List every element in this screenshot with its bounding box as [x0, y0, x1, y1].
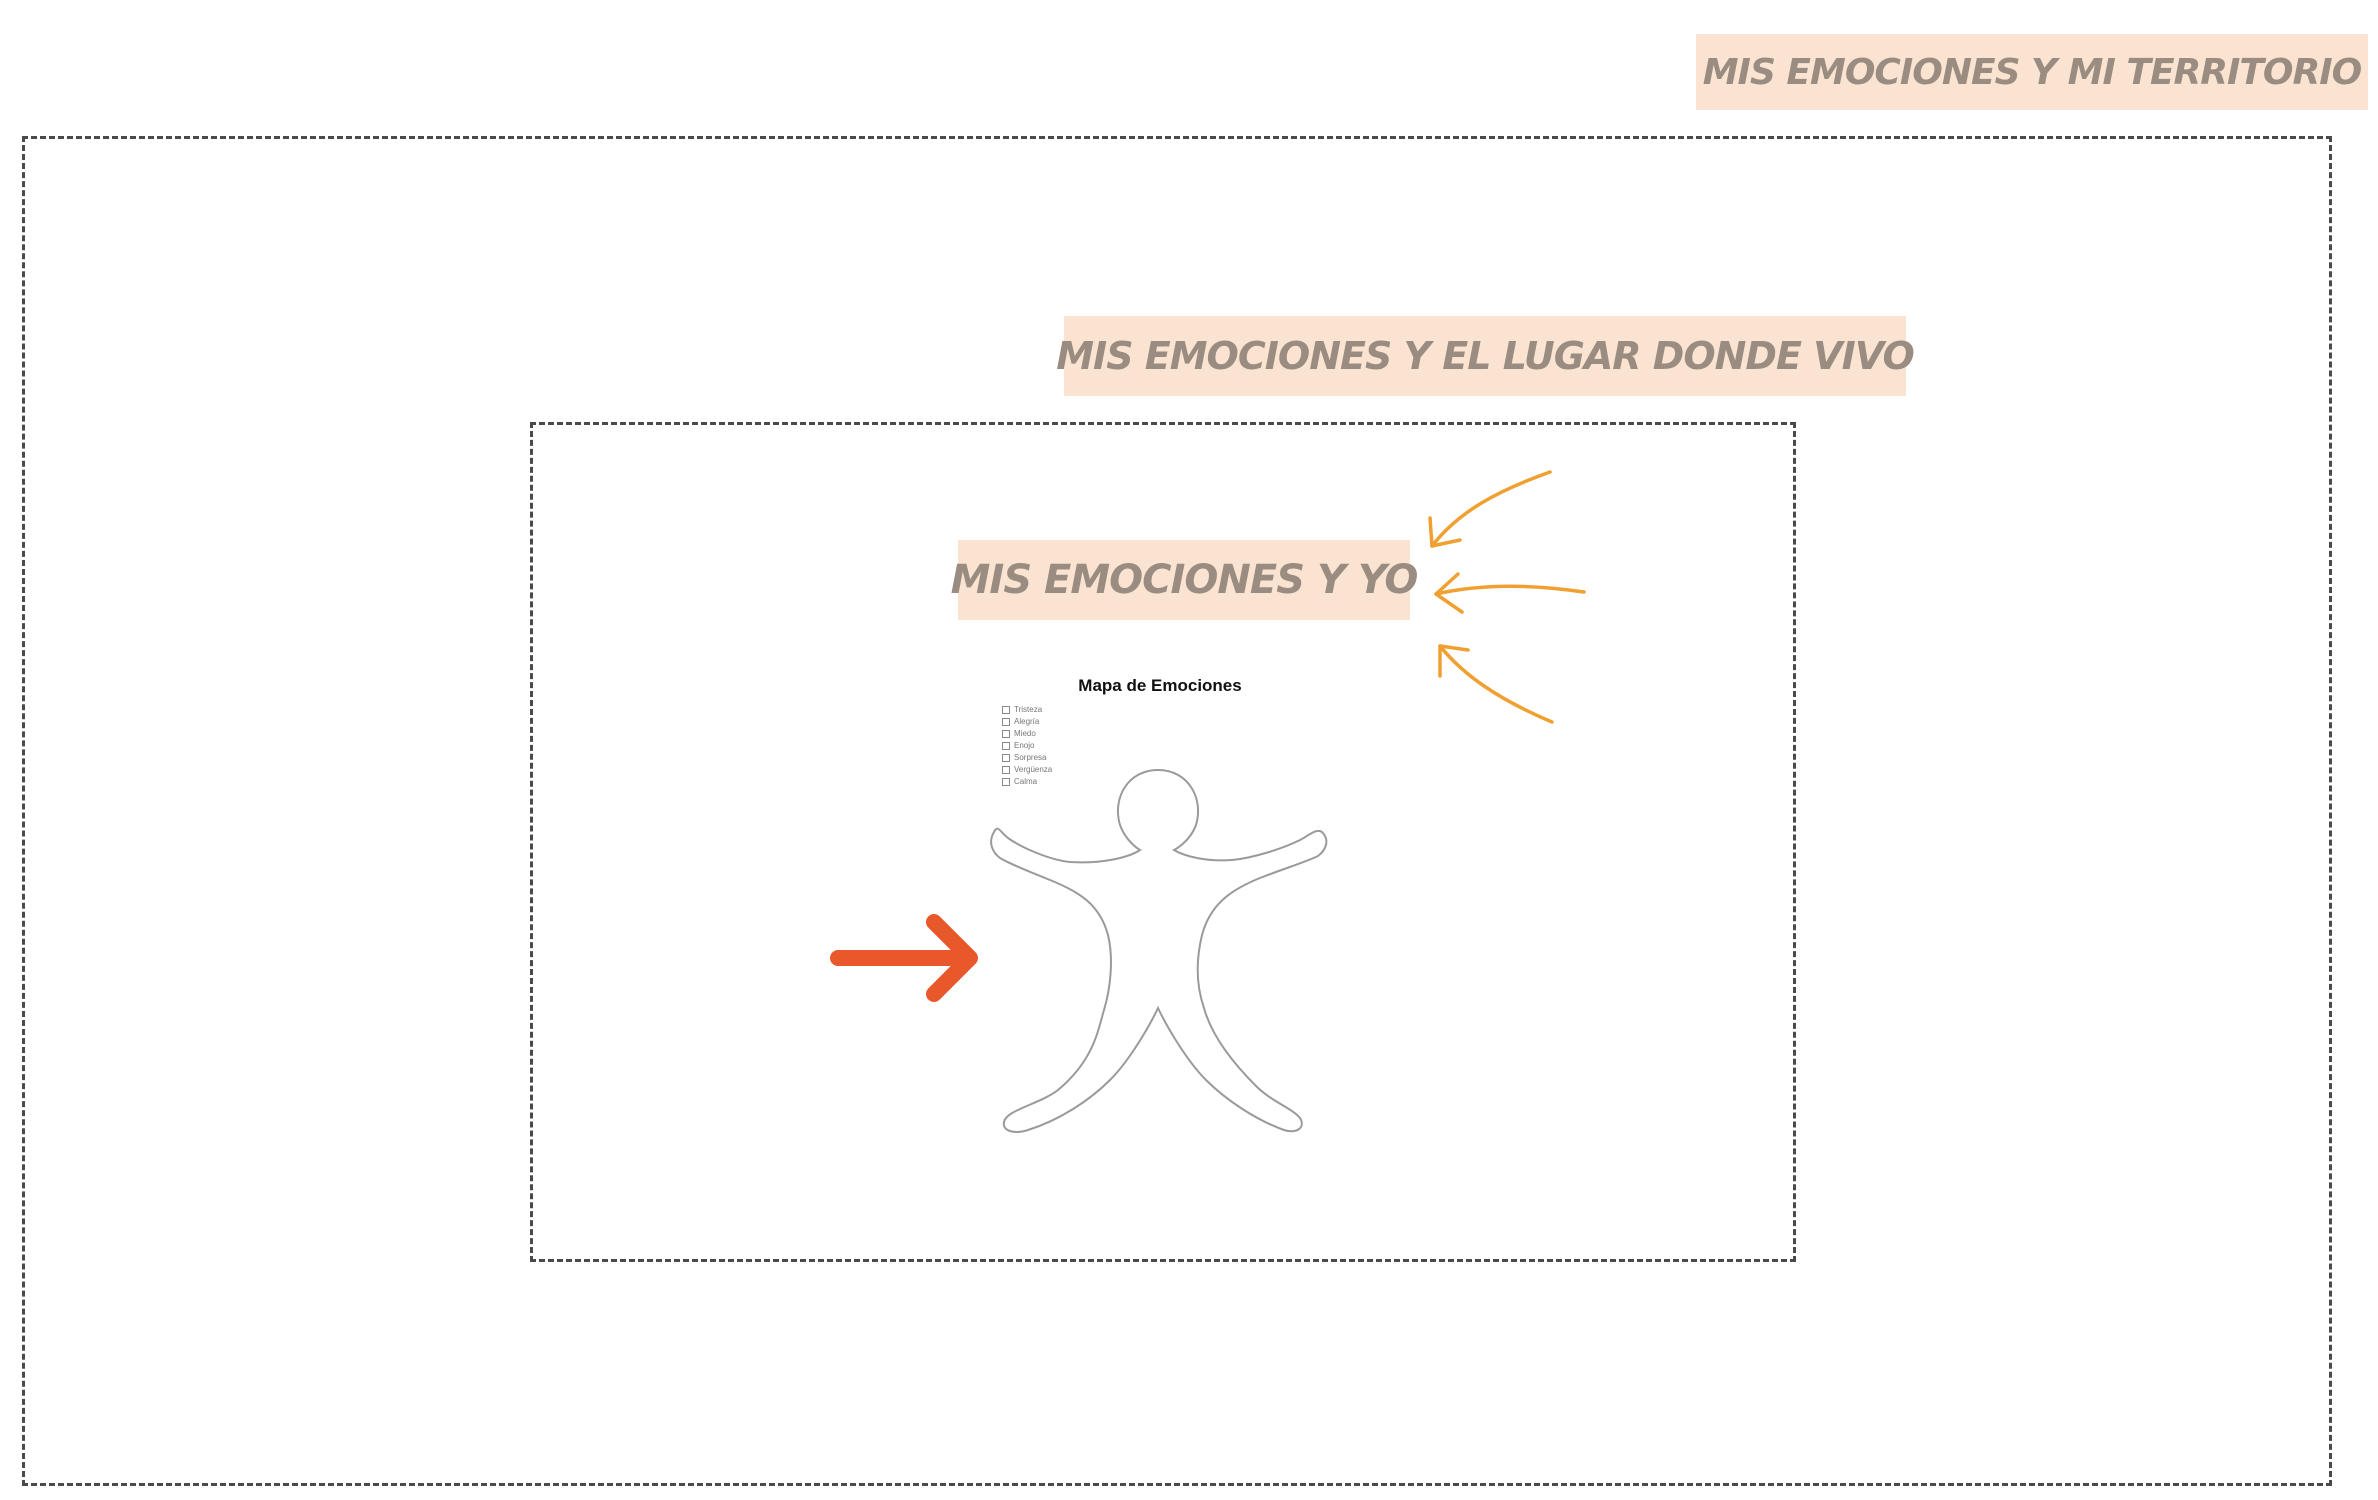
- emotion-checklist-item: Calma: [1002, 776, 1052, 788]
- emotion-checklist-label: Tristeza: [1014, 705, 1043, 714]
- emotion-checklist-item: Enojo: [1002, 740, 1052, 752]
- emotion-checklist-item: Alegría: [1002, 716, 1052, 728]
- checkbox-icon: [1002, 730, 1010, 738]
- emotion-checklist-label: Alegría: [1014, 717, 1040, 726]
- emotion-map-title: Mapa de Emociones: [1078, 676, 1242, 695]
- emotion-checklist-item: Vergüenza: [1002, 764, 1052, 776]
- label-lugar-donde-vivo: MIS EMOCIONES Y EL LUGAR DONDE VIVO: [1056, 316, 1915, 396]
- label-yo: MIS EMOCIONES Y YO: [951, 540, 1418, 620]
- checkbox-icon: [1002, 706, 1010, 714]
- emotion-checklist-label: Vergüenza: [1014, 765, 1053, 774]
- label-territorio: MIS EMOCIONES Y MI TERRITORIO: [1696, 34, 2368, 110]
- emotion-checklist-item: Miedo: [1002, 728, 1052, 740]
- inner-place-frame: [530, 422, 1796, 1262]
- checkbox-icon: [1002, 742, 1010, 750]
- checkbox-icon: [1002, 718, 1010, 726]
- emotion-checklist-label: Enojo: [1014, 741, 1035, 750]
- emotion-checklist-item: Tristeza: [1002, 704, 1052, 716]
- emotion-checklist-label: Calma: [1014, 777, 1038, 786]
- checkbox-icon: [1002, 766, 1010, 774]
- checkbox-icon: [1002, 754, 1010, 762]
- emotion-checklist-item: Sorpresa: [1002, 752, 1052, 764]
- checkbox-icon: [1002, 778, 1010, 786]
- emotion-checklist-label: Miedo: [1014, 729, 1036, 738]
- outer-territory-frame: [22, 136, 2332, 1486]
- emotion-checklist-label: Sorpresa: [1014, 753, 1047, 762]
